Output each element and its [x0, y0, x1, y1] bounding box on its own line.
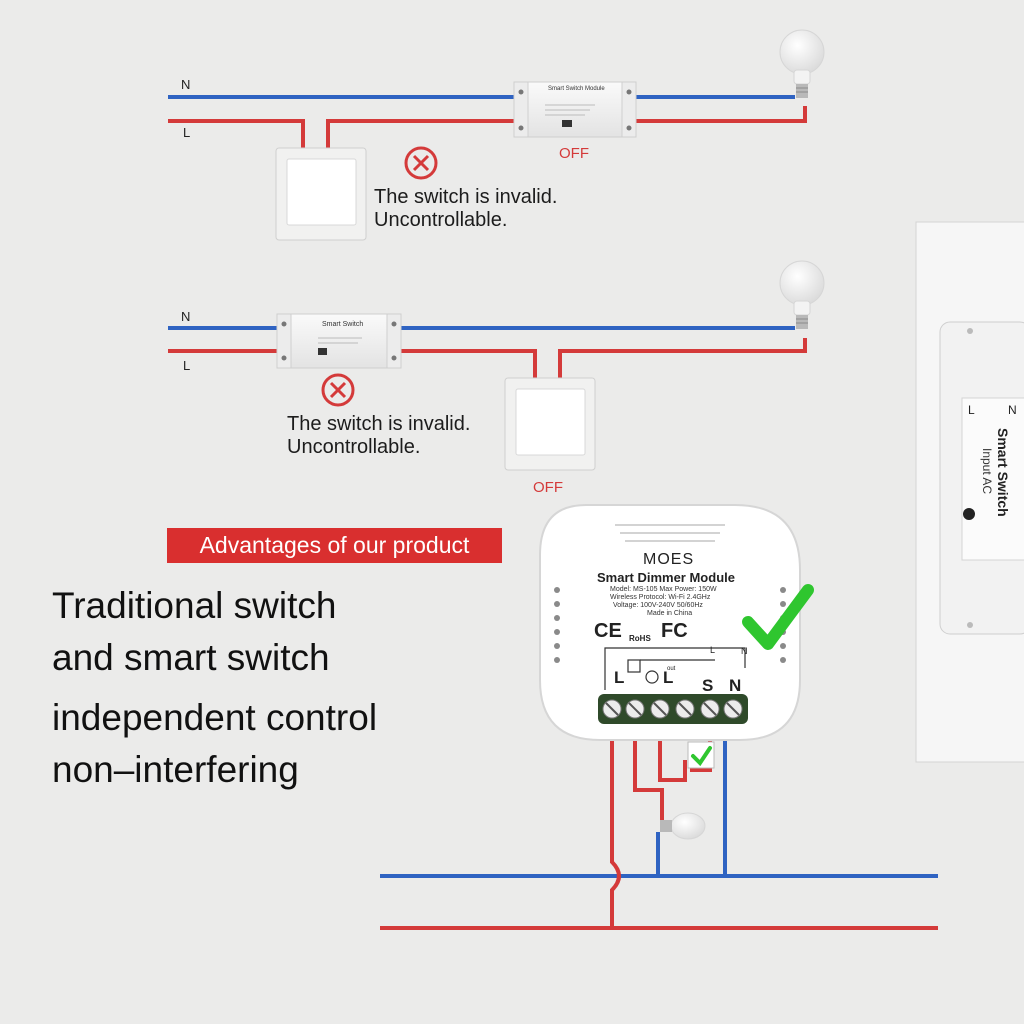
spec-voltage: Voltage: 100V-240V 50/60Hz [613, 602, 703, 609]
headline-line2: and smart switch [52, 637, 330, 678]
schematic-label-n: N [741, 646, 748, 656]
terminal-label-l2: L [663, 668, 674, 687]
side-module-title: Smart Switch [995, 428, 1011, 517]
module-title: Smart Switch Module [548, 86, 605, 92]
live-label: L [183, 125, 191, 140]
light-bulb-icon [779, 260, 825, 329]
side-smart-switch [915, 221, 1024, 763]
status-off: OFF [533, 479, 563, 496]
x-circle-icon [321, 373, 355, 407]
terminal-label-s: S [702, 676, 714, 695]
neutral-label: N [181, 77, 191, 92]
light-bulb-icon [660, 812, 706, 840]
spec-model: Model: MS-105 Max Power: 150W [610, 586, 717, 593]
cert-rohs: RoHS [629, 634, 651, 643]
live-label: L [183, 358, 191, 373]
terminal-label-l1: L [614, 668, 625, 687]
headline-line3: independent control [52, 697, 378, 738]
brand-logo: MOES [643, 551, 695, 568]
wall-switch [275, 147, 367, 241]
invalid-message-line2: Uncontrollable. [374, 209, 508, 231]
status-off: OFF [559, 145, 589, 162]
cert-ce: CE [594, 620, 622, 642]
dimmer-diagram [380, 504, 938, 930]
spec-protocol: Wireless Protocol: Wi-Fi 2.4GHz [610, 594, 711, 601]
headline-line4: non–interfering [52, 749, 299, 790]
terminal-label-n: N [729, 676, 742, 695]
side-module-subtitle: Input AC [980, 448, 994, 495]
diagram-2 [168, 260, 825, 471]
light-bulb-icon [779, 29, 825, 98]
headline-line1: Traditional switch [52, 585, 337, 626]
cert-fc: FC [661, 620, 688, 642]
smart-switch-module [513, 81, 637, 138]
invalid-message-line2: Uncontrollable. [287, 436, 421, 458]
schematic-label-l: L [710, 645, 716, 655]
side-terminal-l: L [968, 403, 975, 417]
side-terminal-n: N [1008, 403, 1017, 417]
advantages-banner: Advantages of our product [167, 528, 502, 563]
smart-switch-module [276, 313, 402, 369]
wall-switch [504, 377, 596, 471]
spec-origin: Made in China [647, 610, 693, 617]
x-circle-icon [404, 146, 438, 180]
live-wire [168, 106, 807, 150]
invalid-message-line1: The switch is invalid. [287, 413, 471, 435]
module-title: Smart Switch [322, 321, 364, 328]
check-mark-icon [742, 584, 814, 650]
live-wire [168, 338, 807, 380]
check-mark-icon [687, 741, 715, 769]
dimmer-title: Smart Dimmer Module [597, 570, 735, 585]
invalid-message-line1: The switch is invalid. [374, 186, 558, 208]
schematic-label-out: out [667, 666, 676, 672]
neutral-label: N [181, 309, 191, 324]
diagram-1 [168, 29, 825, 241]
